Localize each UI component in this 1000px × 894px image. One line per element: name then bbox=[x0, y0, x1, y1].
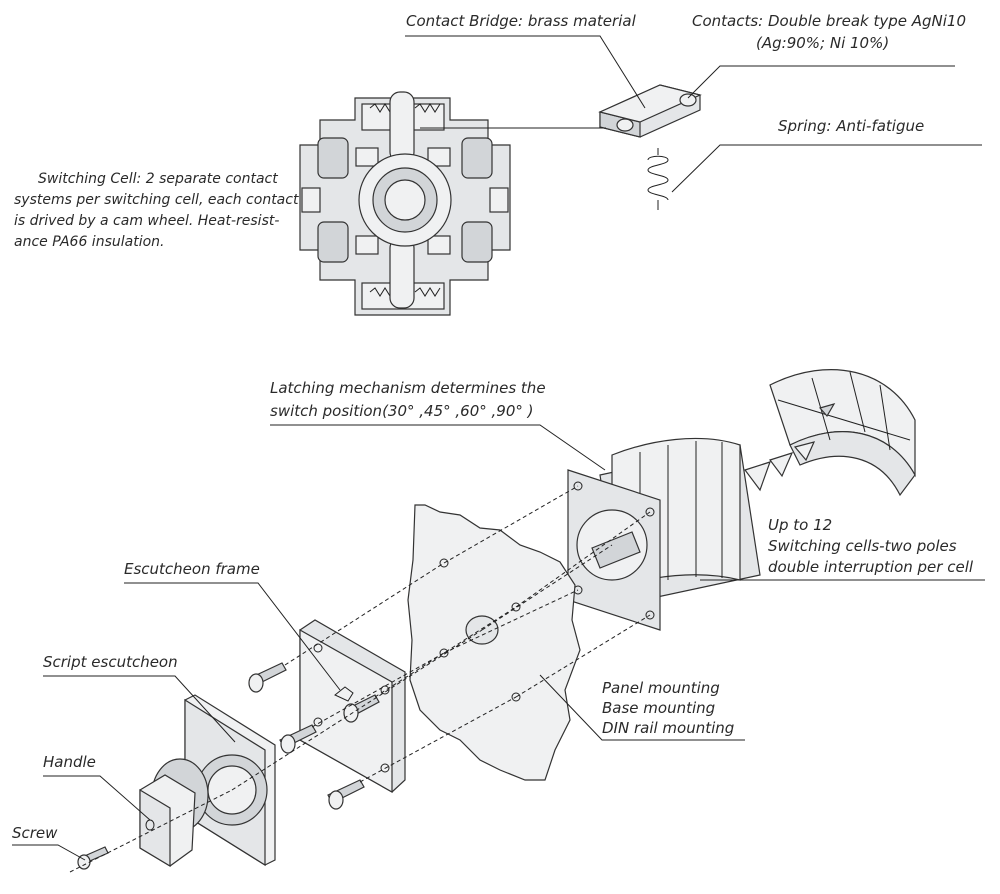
leader-lines-top bbox=[405, 35, 982, 193]
handle-label: Handle bbox=[43, 753, 96, 771]
script-escutcheon-label: Script escutcheon bbox=[43, 653, 178, 671]
switching-cell-text-1: Switching Cell: 2 separate contact bbox=[38, 171, 278, 187]
switching-cells-stack-illustration bbox=[567, 437, 761, 631]
switching-cell-text-2: systems per switching cell, each contact bbox=[14, 192, 299, 208]
mounting-label-line1: Panel mounting bbox=[602, 679, 720, 697]
script-escutcheon-illustration bbox=[184, 694, 276, 867]
mounting-label-line3: DIN rail mounting bbox=[602, 719, 734, 737]
spring-label: Spring: Anti-fatigue bbox=[778, 117, 924, 135]
switching-cell-text-4: ance PA66 insulation. bbox=[14, 234, 164, 250]
escutcheon-frame-label: Escutcheon frame bbox=[124, 560, 260, 578]
script-escutcheon-leader bbox=[43, 675, 236, 743]
mounting-leader bbox=[539, 674, 745, 741]
switching-cell-text-3: is drived by a cam wheel. Heat-resist- bbox=[14, 213, 279, 229]
contacts-label-line1: Contacts: Double break type AgNi10 bbox=[692, 12, 966, 30]
switching-cell-illustration bbox=[299, 91, 511, 316]
contacts-label-line2: (Ag:90%; Ni 10%) bbox=[756, 34, 889, 52]
screw-leader bbox=[12, 844, 86, 861]
cells-label-line2: Switching cells-two poles bbox=[768, 537, 957, 555]
exploded-cells-illustration bbox=[744, 369, 916, 497]
latching-leader bbox=[270, 424, 606, 471]
contact-bridge-label: Contact Bridge: brass material bbox=[406, 12, 637, 30]
handle-leader bbox=[43, 775, 151, 821]
mounting-panel-illustration bbox=[407, 504, 581, 781]
cells-label-line1: Up to 12 bbox=[768, 516, 832, 534]
screw-label: Screw bbox=[12, 824, 58, 842]
escutcheon-frame-leader bbox=[124, 582, 341, 691]
spring-illustration bbox=[647, 148, 669, 210]
cells-label-line3: double interruption per cell bbox=[768, 558, 974, 576]
latching-label-line2: switch position(30° ,45° ,60° ,90° ) bbox=[270, 402, 534, 420]
handle-illustration bbox=[139, 758, 209, 868]
contact-bridge-illustration bbox=[598, 84, 702, 138]
mounting-label-line2: Base mounting bbox=[602, 699, 715, 717]
assembly-dashed-lines bbox=[69, 485, 651, 873]
latching-label-line1: Latching mechanism determines the bbox=[270, 379, 546, 397]
